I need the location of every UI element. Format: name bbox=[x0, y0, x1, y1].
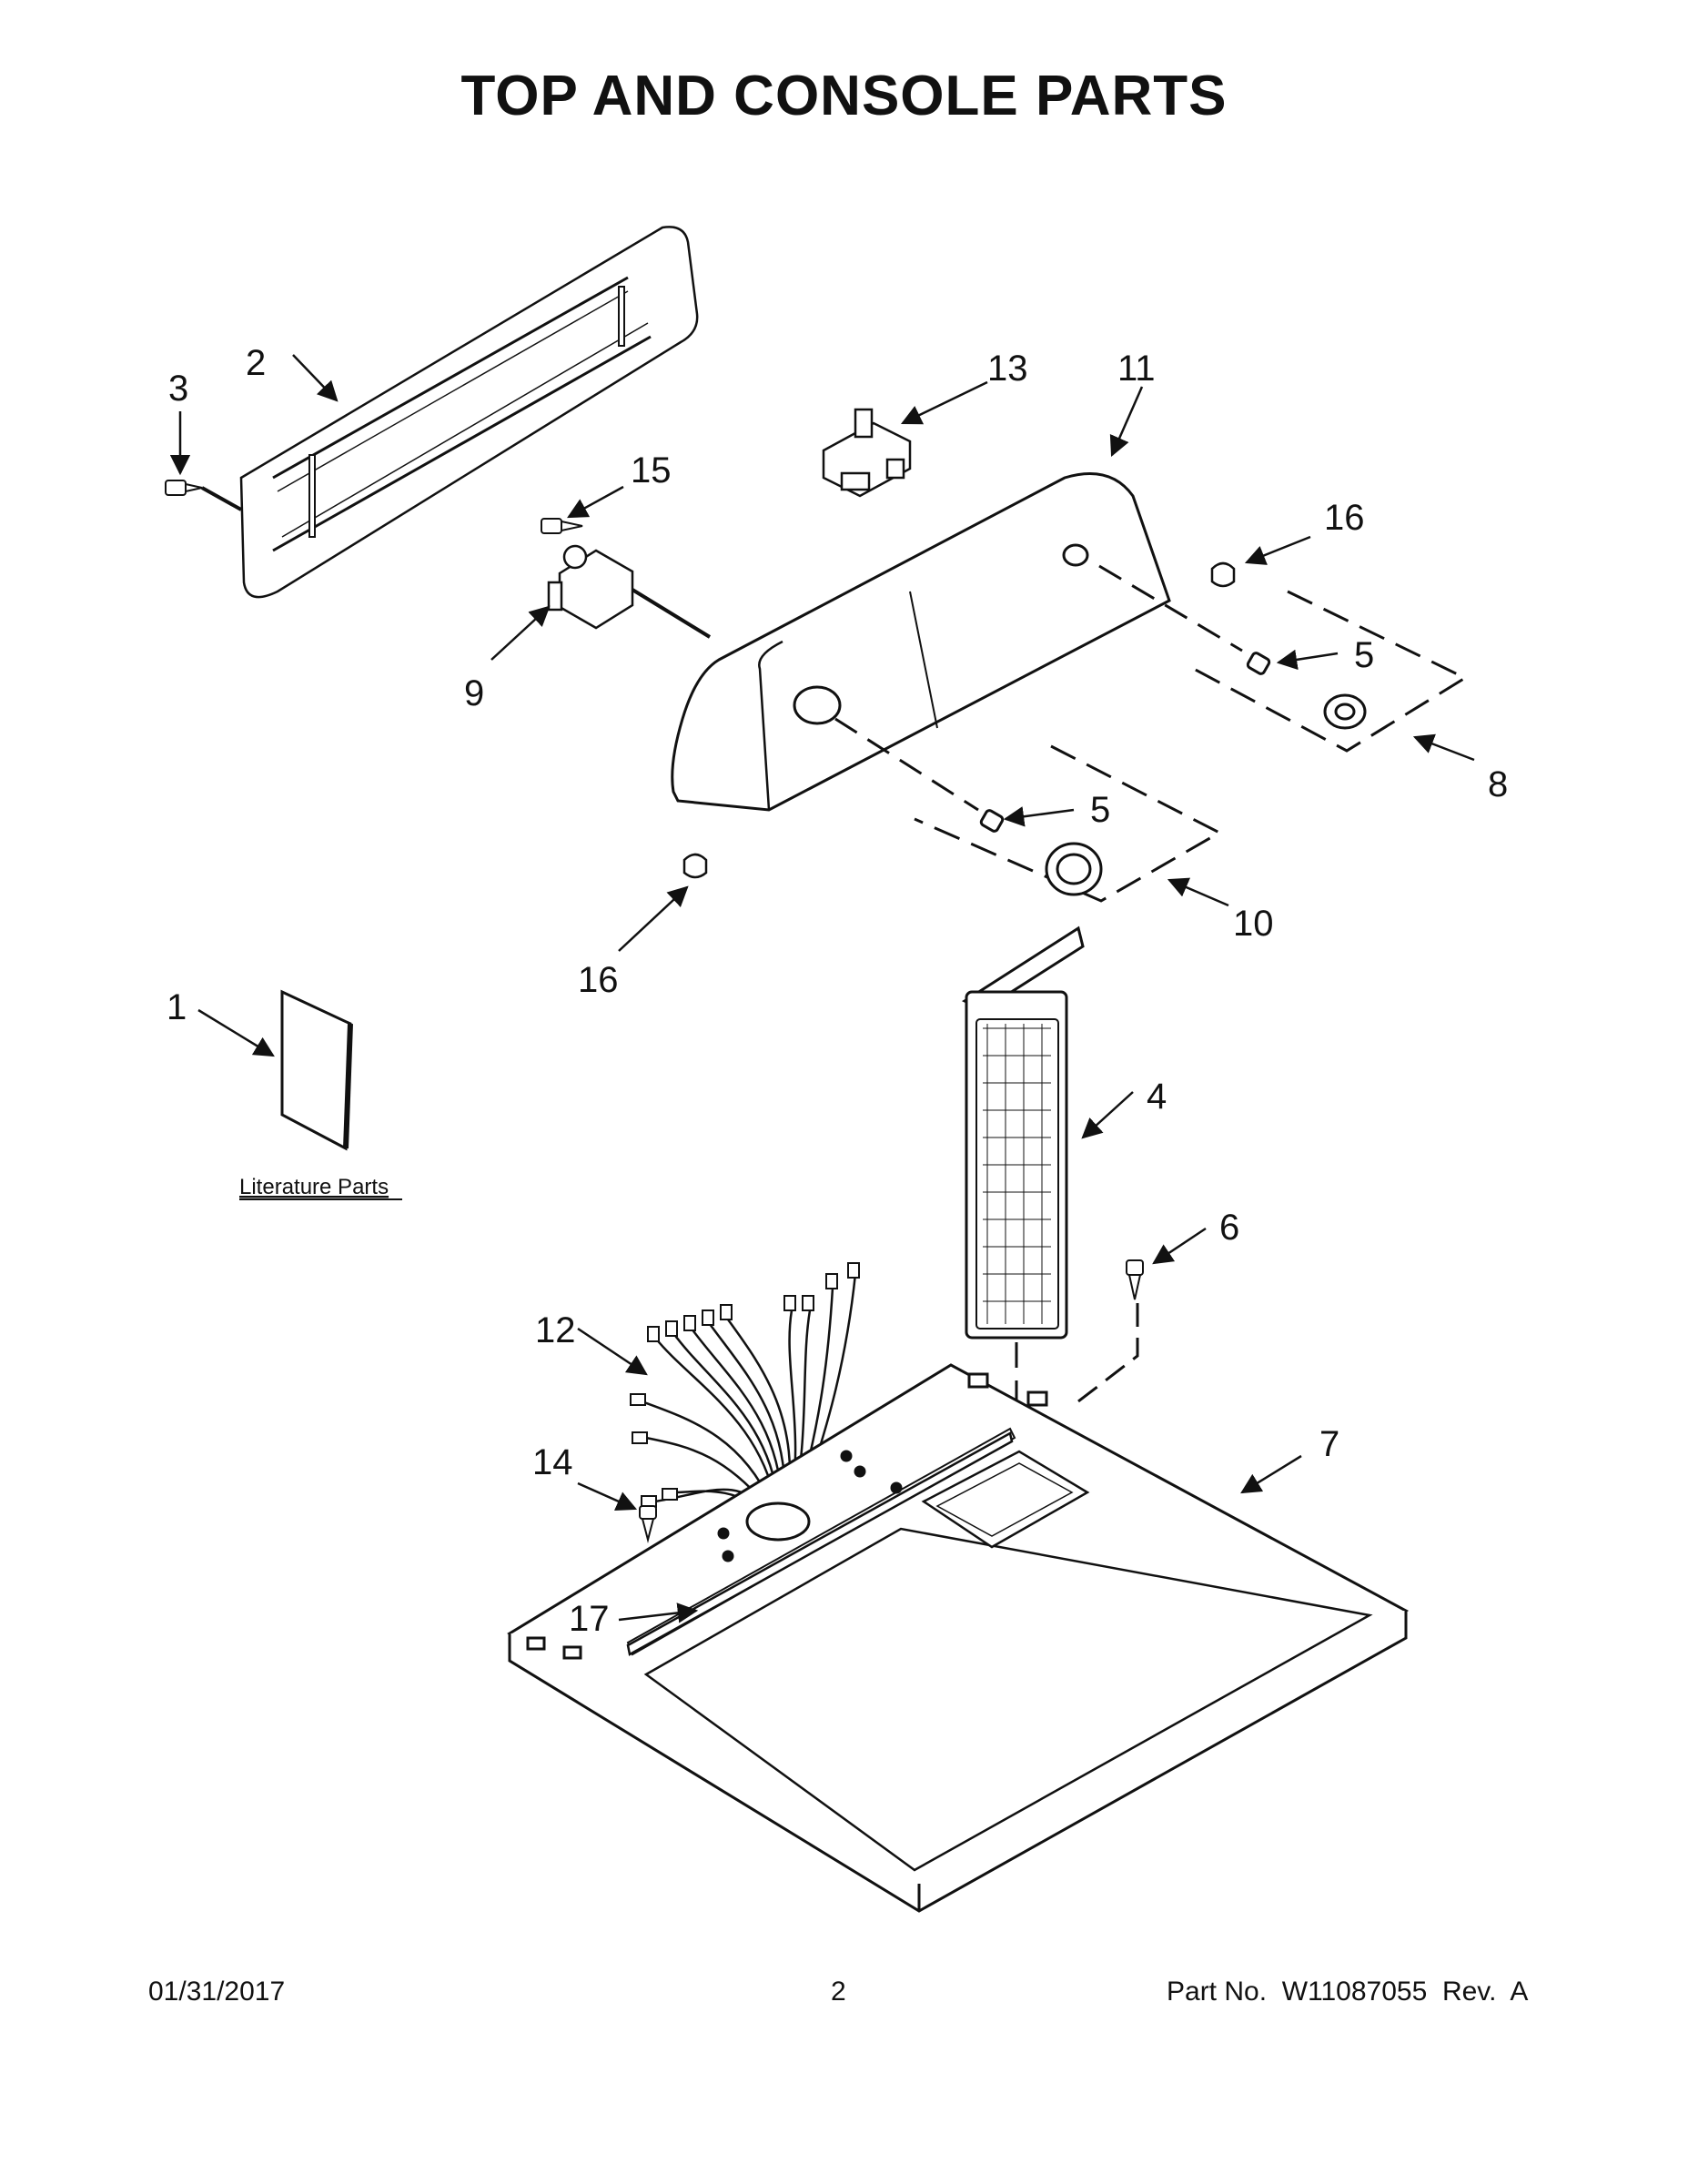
callout-17: 17 bbox=[569, 1599, 610, 1639]
part-16-clip bbox=[682, 561, 1236, 879]
callout-labels: 1 2 3 4 5 5 6 7 8 9 10 11 12 13 14 15 16… bbox=[167, 343, 1508, 1639]
callout-11: 11 bbox=[1117, 349, 1156, 389]
callout-2: 2 bbox=[246, 343, 266, 383]
callout-16-right: 16 bbox=[1324, 498, 1365, 538]
callout-7: 7 bbox=[1319, 1424, 1339, 1464]
callout-12: 12 bbox=[535, 1310, 576, 1350]
callout-15: 15 bbox=[631, 450, 672, 490]
callout-1: 1 bbox=[167, 987, 187, 1027]
callout-13: 13 bbox=[987, 349, 1028, 389]
part-1-literature bbox=[280, 989, 353, 1151]
callout-6: 6 bbox=[1219, 1208, 1239, 1248]
callout-9: 9 bbox=[464, 673, 484, 713]
part-9-timer-switch bbox=[547, 544, 712, 639]
callout-3: 3 bbox=[168, 369, 188, 409]
part-15-screw bbox=[541, 518, 583, 534]
page-title: TOP AND CONSOLE PARTS bbox=[460, 65, 1228, 127]
part-11-console bbox=[671, 472, 1171, 812]
part-17-strip bbox=[626, 1431, 1014, 1656]
part-14-screw bbox=[639, 1505, 657, 1543]
leader-lines bbox=[169, 354, 1475, 1623]
literature-parts-label: Literature Parts bbox=[239, 1175, 389, 1199]
part-3-screw bbox=[165, 480, 242, 511]
footer-page-number: 2 bbox=[831, 1977, 846, 2007]
callout-5-left: 5 bbox=[1090, 790, 1110, 830]
part-6-screw bbox=[1077, 1259, 1144, 1403]
part-10-knob-assembly bbox=[834, 717, 1223, 903]
part-13-switch bbox=[822, 408, 912, 498]
callout-16-left: 16 bbox=[578, 960, 619, 1000]
part-4-lint-screen bbox=[961, 925, 1085, 1502]
callout-8: 8 bbox=[1488, 764, 1508, 804]
callout-4: 4 bbox=[1147, 1077, 1167, 1117]
part-8-knob-assembly bbox=[1098, 564, 1469, 753]
footer-part-number: Part No. W11087055 Rev. A bbox=[1167, 1977, 1529, 2007]
footer-date: 01/31/2017 bbox=[148, 1977, 286, 2007]
part-2-console-back-panel bbox=[239, 226, 699, 599]
callout-10: 10 bbox=[1233, 904, 1274, 944]
callout-14: 14 bbox=[532, 1442, 573, 1482]
callout-5-right: 5 bbox=[1354, 635, 1374, 675]
